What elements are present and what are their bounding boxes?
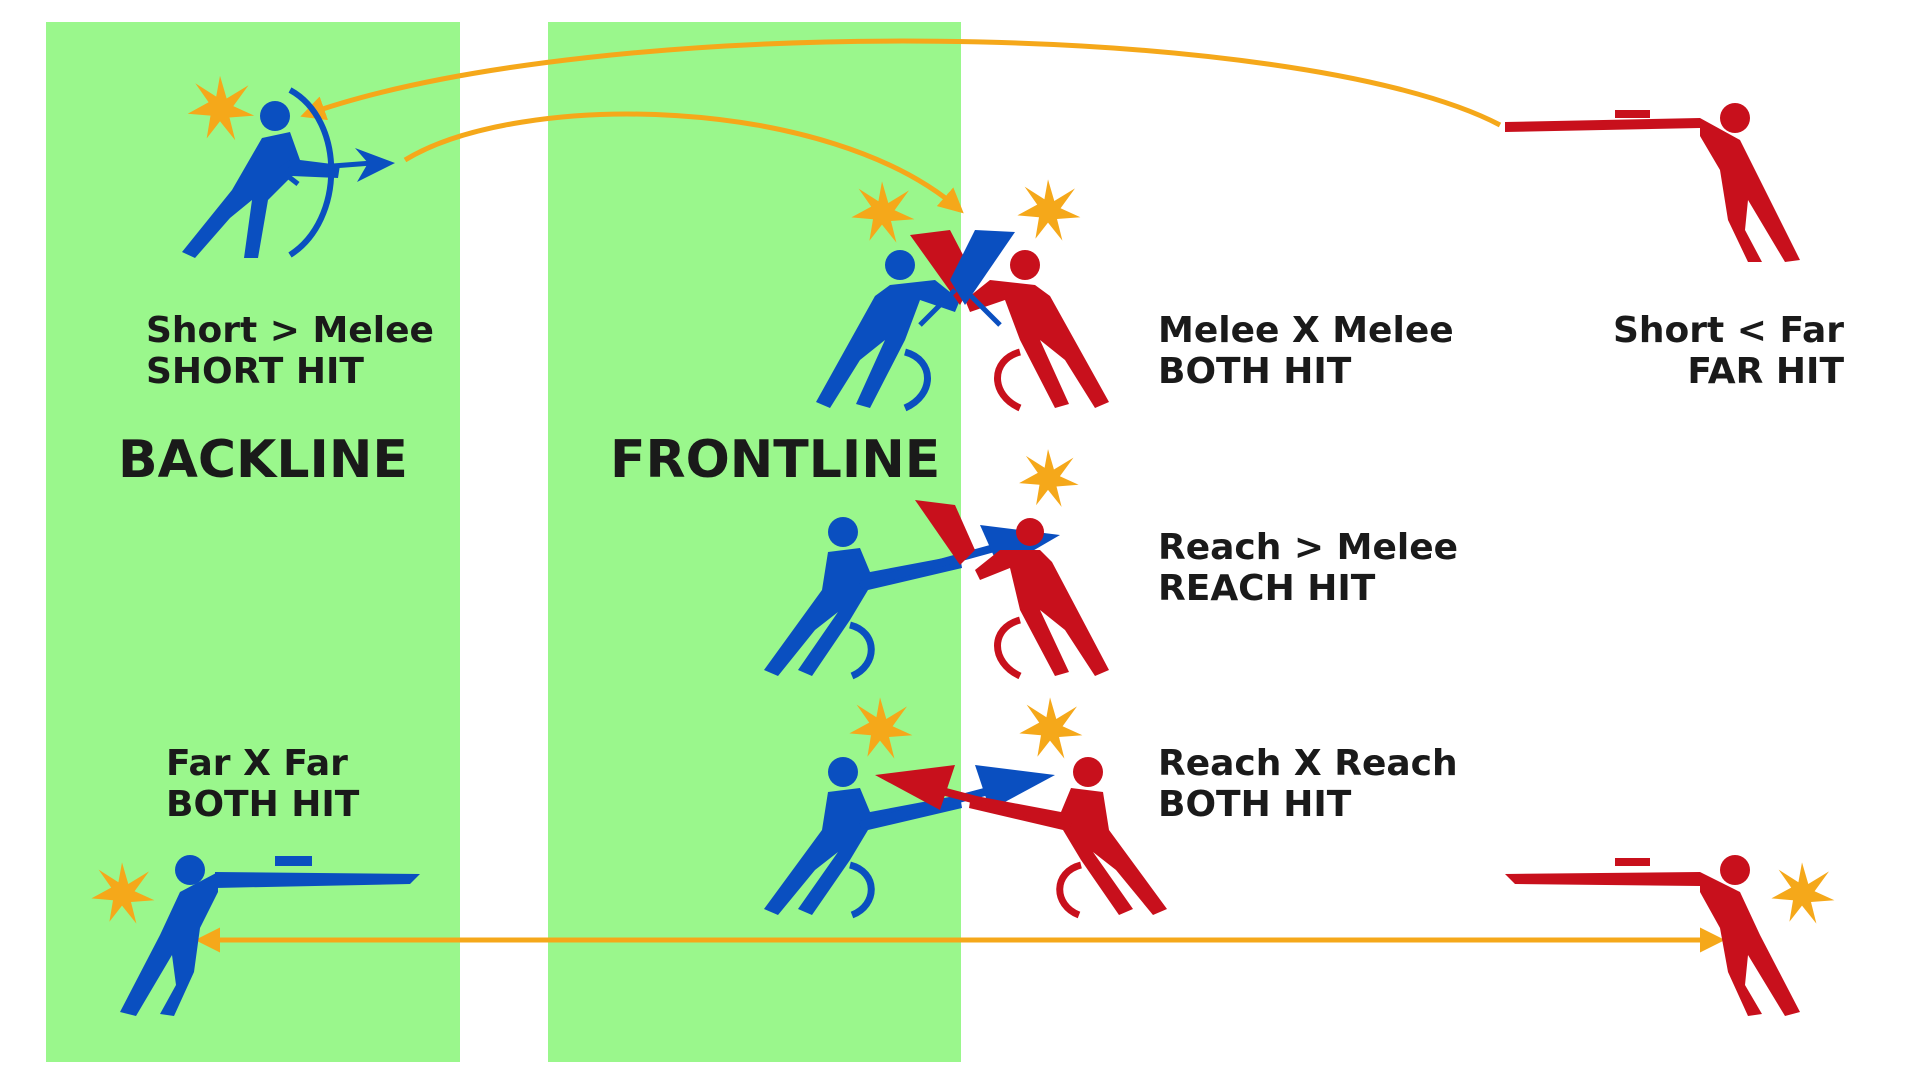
arrow-far-to-short: [305, 41, 1500, 125]
label-short-far-rule: Short < Far: [1613, 310, 1844, 351]
blue-archer-icon: [182, 76, 395, 258]
backline-title: BACKLINE: [118, 430, 408, 490]
label-melee-melee-rule: Melee X Melee: [1158, 310, 1454, 351]
label-reach-melee: Reach > Melee REACH HIT: [1158, 527, 1458, 609]
label-melee-melee: Melee X Melee BOTH HIT: [1158, 310, 1454, 392]
label-reach-melee-rule: Reach > Melee: [1158, 527, 1458, 568]
label-short-melee-rule: Short > Melee: [146, 310, 434, 351]
label-far-far: Far X Far BOTH HIT: [166, 743, 359, 825]
label-reach-reach-rule: Reach X Reach: [1158, 743, 1458, 784]
reach-clash-icon: [764, 697, 1167, 915]
blue-rifleman-icon: [91, 855, 420, 1016]
label-short-far-result: FAR HIT: [1613, 351, 1844, 392]
frontline-title: FRONTLINE: [610, 430, 940, 490]
label-short-far: Short < Far FAR HIT: [1613, 310, 1844, 392]
label-melee-melee-result: BOTH HIT: [1158, 351, 1454, 392]
label-far-far-result: BOTH HIT: [166, 784, 359, 825]
label-short-melee: Short > Melee SHORT HIT: [146, 310, 434, 392]
label-reach-reach-result: BOTH HIT: [1158, 784, 1458, 825]
label-reach-melee-result: REACH HIT: [1158, 568, 1458, 609]
red-rifleman-icon-bottom: [1505, 855, 1834, 1016]
melee-clash-icon: [816, 179, 1109, 408]
label-reach-reach: Reach X Reach BOTH HIT: [1158, 743, 1458, 825]
impact-burst-icon: [188, 76, 255, 141]
label-far-far-rule: Far X Far: [166, 743, 359, 784]
red-rifleman-icon-top: [1505, 103, 1800, 262]
label-short-melee-result: SHORT HIT: [146, 351, 434, 392]
arrow-short-to-melee: [405, 114, 960, 210]
